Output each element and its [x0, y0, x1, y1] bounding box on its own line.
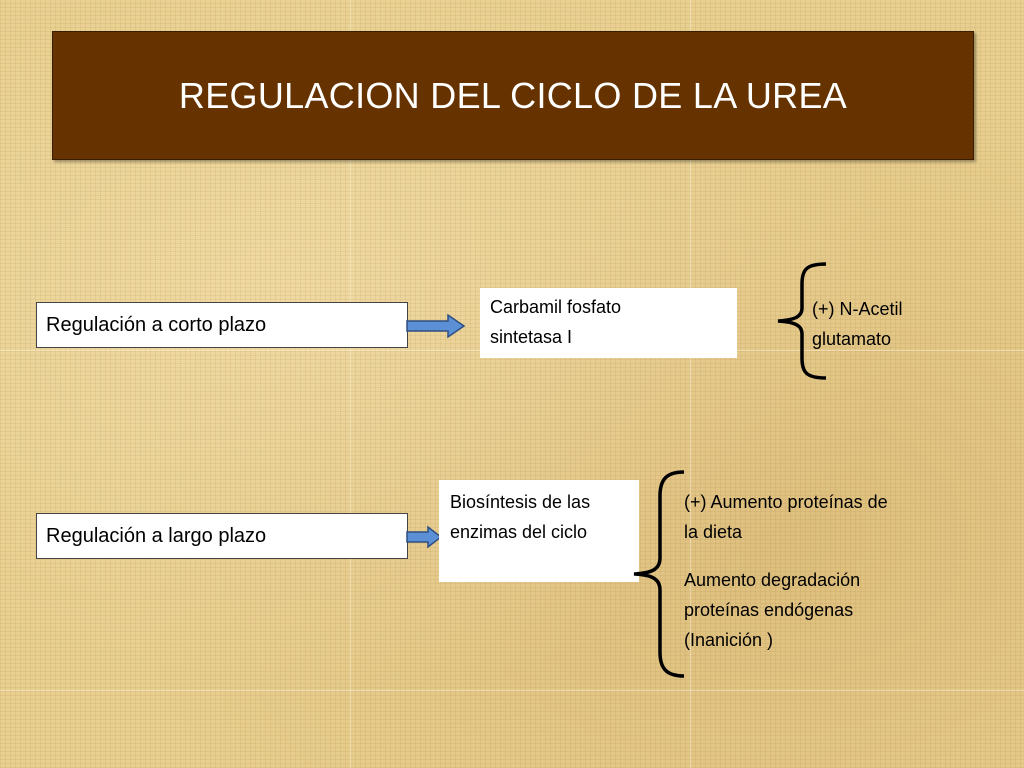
title-banner: REGULACION DEL CICLO DE LA UREA [52, 31, 974, 160]
biosynthesis-line: enzimas del ciclo [450, 522, 588, 542]
factor-line: (Inanición ) [684, 630, 774, 650]
enzyme-line: Carbamil fosfato [490, 297, 622, 317]
enzyme-box: Carbamil fosfato sintetasa I [480, 288, 737, 358]
effector-line: (+) N-Acetil [812, 299, 903, 319]
short-term-effector: (+) N-Acetil glutamato [812, 294, 903, 354]
factor-line: proteínas endógenas [684, 600, 854, 620]
background-grid-line [690, 0, 691, 768]
slide-title: REGULACION DEL CICLO DE LA UREA [178, 74, 848, 116]
factor-line: Aumento degradación [684, 570, 861, 590]
short-term-arrow-icon [406, 313, 466, 339]
factor-line: (+) Aumento proteínas de [684, 492, 888, 512]
long-term-label-box: Regulación a largo plazo [36, 513, 408, 559]
enzyme-line: sintetasa I [490, 327, 573, 347]
long-term-label: Regulación a largo plazo [46, 524, 267, 547]
biosynthesis-line: Biosíntesis de las [450, 492, 591, 512]
background-grid-line [350, 0, 351, 768]
long-term-factor-protein-diet: (+) Aumento proteínas de la dieta [684, 487, 888, 547]
long-term-factor-degradation: Aumento degradación proteínas endógenas … [684, 565, 860, 655]
background-grid-line [0, 690, 1024, 691]
biosynthesis-box: Biosíntesis de las enzimas del ciclo [439, 480, 639, 582]
short-term-brace-icon [777, 262, 827, 380]
factor-line: la dieta [684, 522, 743, 542]
short-term-label-box: Regulación a corto plazo [36, 302, 408, 348]
long-term-arrow-icon [406, 525, 443, 549]
long-term-brace-icon [633, 470, 685, 678]
short-term-label: Regulación a corto plazo [46, 313, 267, 336]
effector-line: glutamato [812, 329, 892, 349]
